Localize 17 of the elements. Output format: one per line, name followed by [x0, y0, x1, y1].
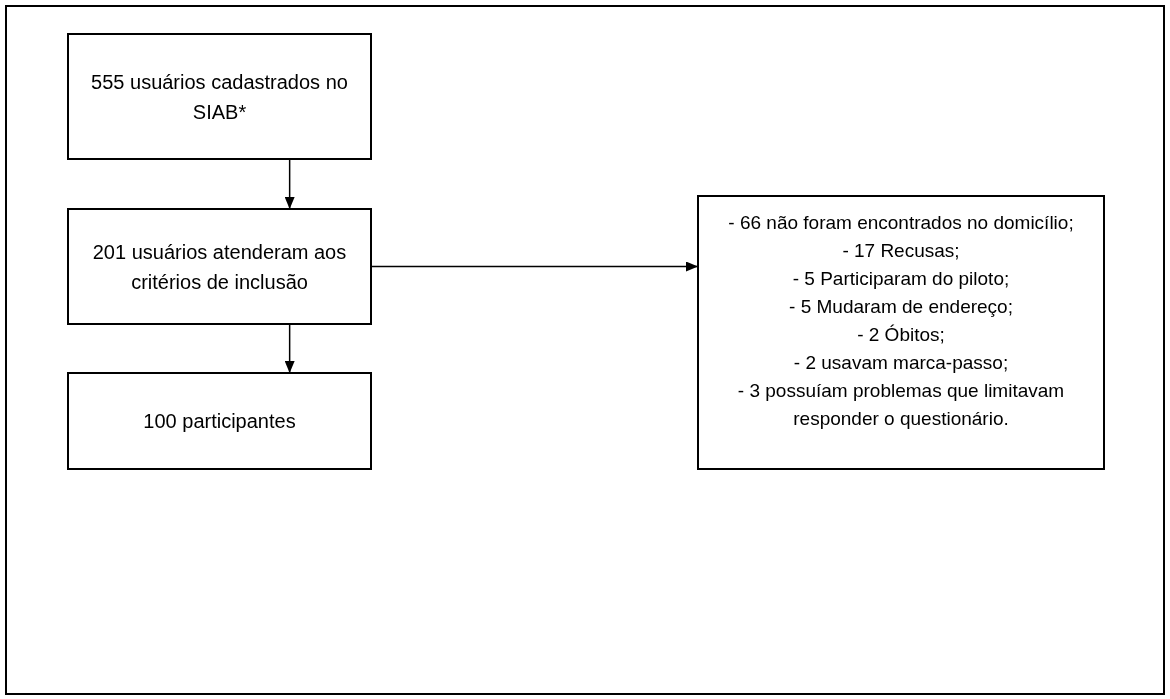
box-text: - 2 usavam marca-passo;: [793, 351, 1009, 375]
box-text: - 2 Óbitos;: [857, 323, 945, 347]
box-text: - 5 Mudaram de endereço;: [789, 295, 1013, 319]
box-text: - 66 não foram encontrados no domicílio;: [728, 211, 1074, 235]
box-text: - 5 Participaram do piloto;: [792, 267, 1010, 291]
box-text: 100 participantes: [143, 409, 296, 434]
process-box: [67, 33, 372, 160]
process-box: [67, 372, 372, 470]
arrow: [284, 324, 295, 373]
box-text: - 17 Recusas;: [842, 239, 960, 263]
box-text: - 3 possuíam problemas que limitavam responder o questionário.: [736, 379, 1066, 431]
box-text: 555 usuários cadastrados no SIAB*: [90, 69, 349, 125]
process-box: [67, 208, 372, 325]
arrow: [371, 261, 698, 272]
box-text: 201 usuários atenderam aos critérios de inclusão: [91, 239, 348, 295]
arrow: [284, 159, 295, 209]
process-box: [697, 195, 1105, 470]
